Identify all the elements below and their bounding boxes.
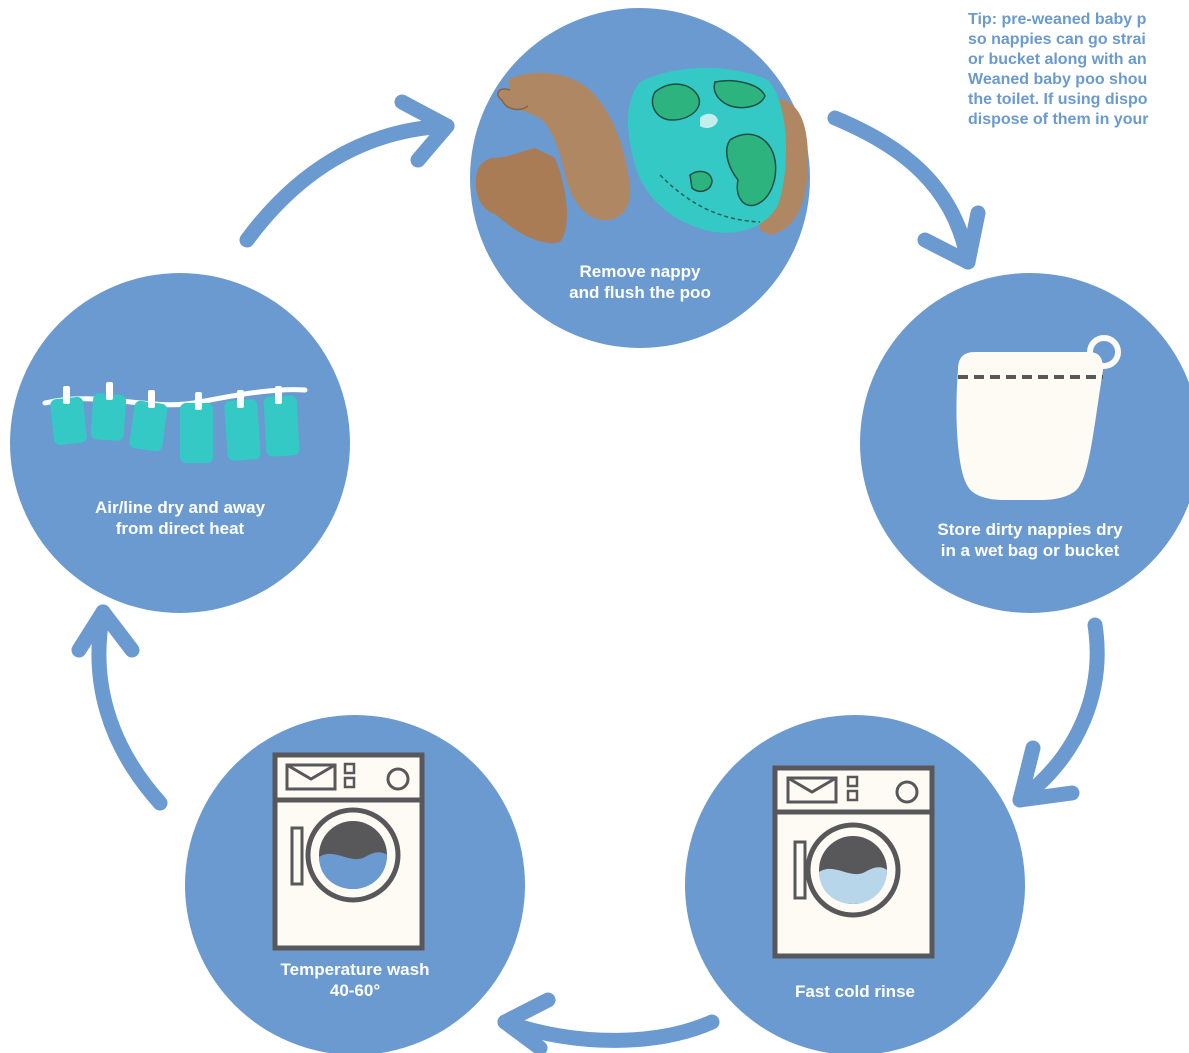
step-caption-store: Store dirty nappies dry in a wet bag or … [900,519,1160,561]
tip-text: Tip: pre-weaned baby p so nappies can go… [968,10,1189,130]
caption-line: Fast cold rinse [795,982,915,1001]
caption-line: in a wet bag or bucket [940,541,1120,560]
step-caption-rinse: Fast cold rinse [735,981,975,1002]
arrow-3-to-4 [497,992,720,1053]
washing-machine-rinse-illustration [772,765,935,959]
arrow-5-to-1 [239,94,455,248]
wet-bag-illustration [956,335,1121,500]
caption-line: and flush the poo [569,283,711,302]
tip-line: the toilet. If using dispo [968,91,1148,108]
step-caption-wash: Temperature wash 40-60° [235,959,475,1001]
caption-line: Store dirty nappies dry [937,520,1123,539]
arrow-1-to-2 [827,110,986,270]
caption-line: Remove nappy [579,262,701,281]
clothesline-illustration [42,382,308,463]
tip-line: Weaned baby poo shou [968,71,1148,88]
caption-line: 40-60° [329,981,381,1000]
tip-line: or bucket along with an [968,51,1147,68]
tip-line: Tip: pre-weaned baby p [968,11,1147,28]
caption-line: Air/line dry and away [94,498,266,517]
caption-line: from direct heat [115,519,245,538]
step-caption-dry: Air/line dry and away from direct heat [50,497,310,539]
baby-nappy-illustration [475,67,808,244]
tip-line: dispose of them in your [968,111,1149,128]
arrow-4-to-5 [71,604,168,811]
tip-line: so nappies can go strai [968,31,1146,48]
caption-line: Temperature wash [280,960,430,979]
washing-machine-wash-illustration [272,752,425,951]
arrow-2-to-3 [1012,617,1105,808]
step-caption-remove-nappy: Remove nappy and flush the poo [520,261,760,303]
